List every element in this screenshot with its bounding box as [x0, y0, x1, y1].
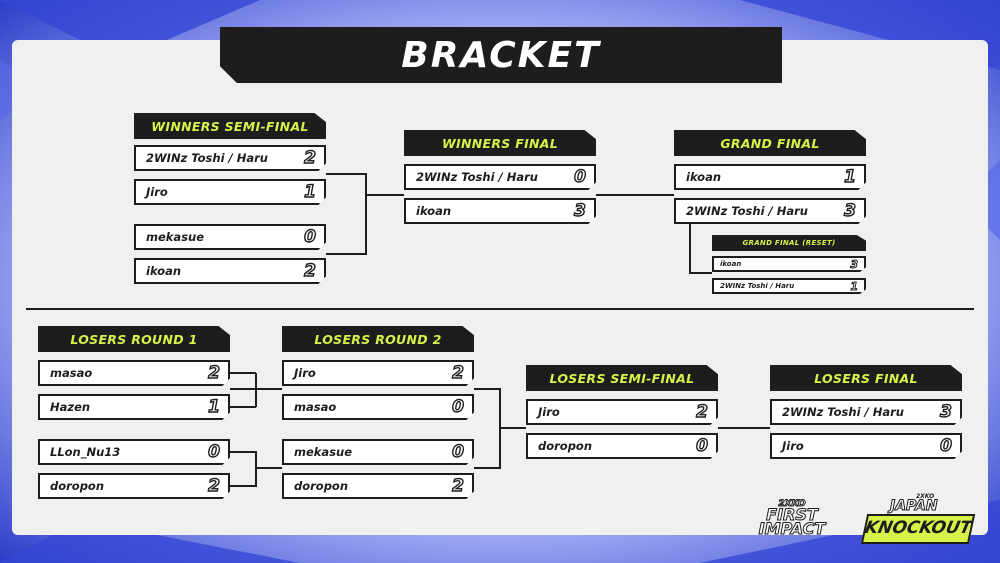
- player-name: 2WINz Toshi / Haru: [416, 170, 538, 184]
- player-slot[interactable]: mekasue 0: [282, 439, 474, 465]
- player-name: 2WINz Toshi / Haru: [686, 204, 808, 218]
- player-name: doropon: [538, 439, 593, 453]
- player-slot[interactable]: ikoan 3: [712, 256, 866, 272]
- player-slot[interactable]: Jiro 1: [134, 179, 326, 205]
- player-name: masao: [294, 400, 337, 414]
- player-name: 2WINz Toshi / Haru: [146, 151, 268, 165]
- player-name: Jiro: [294, 366, 316, 380]
- player-slot[interactable]: 2WINz Toshi / Haru 0: [404, 164, 596, 190]
- logo-line2: IMPACT: [758, 519, 826, 539]
- player-name: Jiro: [538, 405, 560, 419]
- round-header-grand-final-reset: GRAND FINAL (RESET): [712, 235, 866, 251]
- player-slot[interactable]: ikoan 1: [674, 164, 866, 190]
- player-score: 3: [939, 401, 952, 422]
- logo-line2: KNOCKOUT: [860, 514, 976, 544]
- player-name: Hazen: [50, 400, 91, 414]
- player-score: 2: [207, 475, 220, 496]
- player-score: 2: [451, 362, 464, 383]
- logo-brand: 2XKO: [778, 499, 806, 509]
- player-slot[interactable]: LLon_Nu13 0: [38, 439, 230, 465]
- player-name: LLon_Nu13: [50, 445, 121, 459]
- section-divider: [26, 308, 974, 310]
- player-slot[interactable]: 2WINz Toshi / Haru 3: [674, 198, 866, 224]
- player-slot[interactable]: mekasue 0: [134, 224, 326, 250]
- player-name: mekasue: [294, 445, 353, 459]
- player-name: Jiro: [782, 439, 804, 453]
- player-slot[interactable]: masao 2: [38, 360, 230, 386]
- player-score: 0: [573, 166, 586, 187]
- logo-line1: JAPAN: [890, 498, 939, 514]
- player-slot[interactable]: ikoan 3: [404, 198, 596, 224]
- player-slot[interactable]: 2WINz Toshi / Haru 2: [134, 145, 326, 171]
- round-header-losers-final: LOSERS FINAL: [770, 365, 962, 391]
- player-name: ikoan: [146, 264, 182, 278]
- player-score: 0: [451, 441, 464, 462]
- player-score: 1: [303, 181, 316, 202]
- japan-knockout-logo: JAPAN KNOCKOUT 2XKO: [860, 493, 976, 548]
- round-header-losers-r2: LOSERS ROUND 2: [282, 326, 474, 352]
- player-name: mekasue: [146, 230, 205, 244]
- player-slot[interactable]: Jiro 0: [770, 433, 962, 459]
- logo-brand: 2XKO: [916, 493, 935, 500]
- player-slot[interactable]: doropon 0: [526, 433, 718, 459]
- player-score: 2: [207, 362, 220, 383]
- player-score: 1: [207, 396, 220, 417]
- title-banner: BRACKET: [220, 27, 782, 83]
- player-slot[interactable]: ikoan 2: [134, 258, 326, 284]
- player-score: 0: [695, 435, 708, 456]
- player-slot[interactable]: 2WINz Toshi / Haru 3: [770, 399, 962, 425]
- player-slot[interactable]: Jiro 2: [526, 399, 718, 425]
- player-name: Jiro: [146, 185, 168, 199]
- player-name: doropon: [294, 479, 349, 493]
- player-score: 0: [451, 396, 464, 417]
- round-header-losers-r1: LOSERS ROUND 1: [38, 326, 230, 352]
- player-name: 2WINz Toshi / Haru: [720, 282, 795, 290]
- first-impact-logo: 2XKO FIRST IMPACT: [746, 499, 838, 539]
- round-header-winners-final: WINNERS FINAL: [404, 130, 596, 156]
- player-name: ikoan: [720, 260, 742, 268]
- player-score: 1: [850, 279, 859, 293]
- round-header-losers-semi: LOSERS SEMI-FINAL: [526, 365, 718, 391]
- player-score: 0: [303, 226, 316, 247]
- player-score: 2: [303, 147, 316, 168]
- player-slot[interactable]: Jiro 2: [282, 360, 474, 386]
- player-score: 3: [573, 200, 586, 221]
- player-name: ikoan: [416, 204, 452, 218]
- player-name: ikoan: [686, 170, 722, 184]
- player-name: 2WINz Toshi / Haru: [782, 405, 904, 419]
- player-slot[interactable]: Hazen 1: [38, 394, 230, 420]
- page-title: BRACKET: [401, 34, 601, 76]
- round-header-grand-final: GRAND FINAL: [674, 130, 866, 156]
- player-slot[interactable]: doropon 2: [282, 473, 474, 499]
- player-score: 2: [451, 475, 464, 496]
- round-header-winners-semi: WINNERS SEMI-FINAL: [134, 113, 326, 139]
- player-score: 1: [843, 166, 856, 187]
- player-score: 2: [303, 260, 316, 281]
- player-score: 3: [850, 257, 859, 271]
- player-score: 2: [695, 401, 708, 422]
- player-slot[interactable]: doropon 2: [38, 473, 230, 499]
- player-name: doropon: [50, 479, 105, 493]
- player-slot[interactable]: 2WINz Toshi / Haru 1: [712, 278, 866, 294]
- player-score: 0: [939, 435, 952, 456]
- player-name: masao: [50, 366, 93, 380]
- logo-line1: FIRST: [766, 505, 819, 525]
- player-score: 3: [843, 200, 856, 221]
- player-slot[interactable]: masao 0: [282, 394, 474, 420]
- player-score: 0: [207, 441, 220, 462]
